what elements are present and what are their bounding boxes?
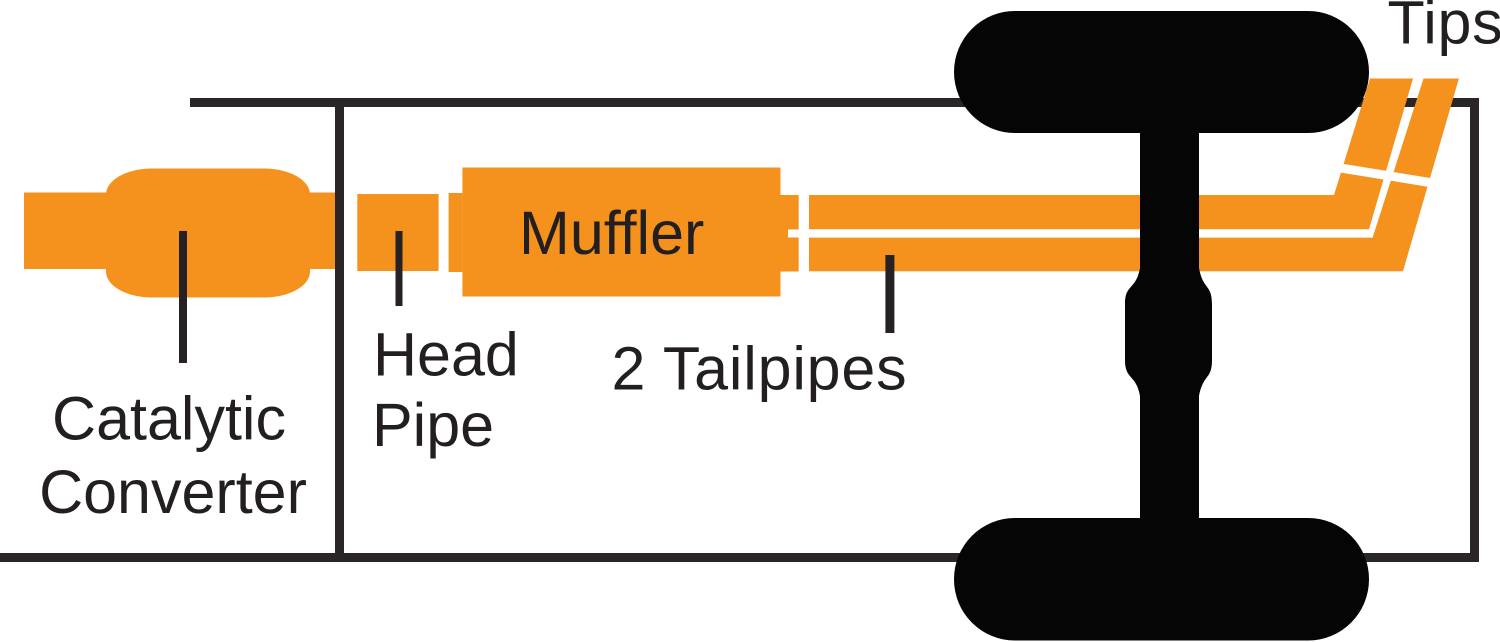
- svg-text:Head: Head: [373, 320, 519, 388]
- svg-text:Pipe: Pipe: [372, 391, 494, 459]
- svg-text:Converter: Converter: [39, 458, 307, 526]
- svg-text:2 Tailpipes: 2 Tailpipes: [612, 335, 908, 403]
- svg-text:Muffler: Muffler: [519, 199, 704, 267]
- svg-text:Tips: Tips: [1388, 0, 1500, 57]
- svg-text:Catalytic: Catalytic: [52, 385, 286, 453]
